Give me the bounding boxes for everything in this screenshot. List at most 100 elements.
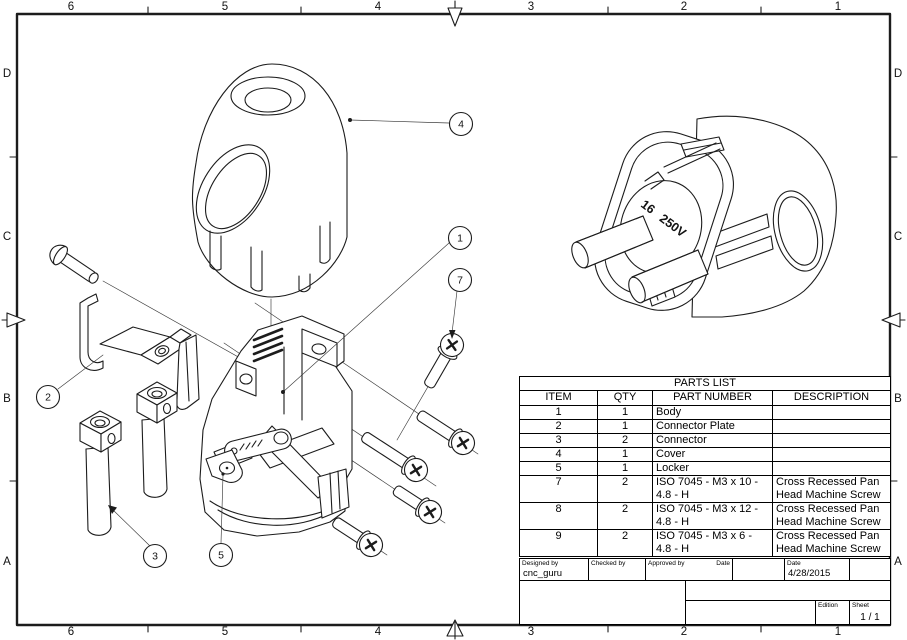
date-value: 4/28/2015 <box>788 568 831 579</box>
zone-col-top-6: 6 <box>67 1 75 13</box>
cell-qty: 2 <box>597 529 653 557</box>
designed-by-label: Designed by <box>522 560 559 567</box>
cell-part-number: ISO 7045 - M3 x 6 - 4.8 - H <box>652 529 773 557</box>
zone-col-top-3: 3 <box>527 1 535 13</box>
screw-item7 <box>418 329 468 392</box>
zone-row-left-B: B <box>3 393 11 405</box>
balloon-5: 5 <box>210 544 233 567</box>
designed-by-value: cnc_guru <box>523 568 563 579</box>
cell-item: 2 <box>519 419 598 434</box>
approved-date-label: Date <box>716 560 730 567</box>
edition-label: Edition <box>818 602 838 609</box>
cell-item: 8 <box>519 502 598 530</box>
balloon-leaders <box>58 118 457 546</box>
checked-by-label: Checked by <box>591 560 626 567</box>
body-part <box>200 316 352 536</box>
cell-description <box>771 433 892 448</box>
table-row: 7 2 ISO 7045 - M3 x 10 - 4.8 - H Cross R… <box>519 475 892 503</box>
zone-col-top-5: 5 <box>221 1 229 13</box>
cell-description <box>771 461 892 476</box>
svg-text:7: 7 <box>457 275 463 287</box>
date-label: Date <box>787 560 801 567</box>
screw-short-2 <box>328 511 387 561</box>
cell-description <box>771 419 892 434</box>
cell-qty: 2 <box>597 433 653 448</box>
table-row: 8 2 ISO 7045 - M3 x 12 - 4.8 - H Cross R… <box>519 502 892 530</box>
cell-part-number: Connector <box>652 433 773 448</box>
cell-item: 1 <box>519 405 598 420</box>
cell-part-number: ISO 7045 - M3 x 10 - 4.8 - H <box>652 475 773 503</box>
connector-plate-part <box>80 294 199 409</box>
parts-list-table: PARTS LIST ITEM QTY PART NUMBER DESCRIPT… <box>518 376 892 557</box>
cell-description <box>771 405 892 420</box>
empty-cell <box>849 558 891 581</box>
table-row: 3 2 Connector <box>519 433 892 448</box>
cell-description: Cross Recessed Pan Head Machine Screw <box>771 502 892 530</box>
balloon-1: 1 <box>449 227 472 250</box>
plug-pin-upper <box>568 216 653 270</box>
connector-pin-right <box>137 382 177 497</box>
cell-item: 7 <box>519 475 598 503</box>
zone-row-right-C: C <box>893 231 903 243</box>
table-row: 9 2 ISO 7045 - M3 x 6 - 4.8 - H Cross Re… <box>519 529 892 557</box>
cell-qty: 1 <box>597 405 653 420</box>
cell-part-number: Connector Plate <box>652 419 773 434</box>
zone-col-top-4: 4 <box>374 1 382 13</box>
cell-item: 9 <box>519 529 598 557</box>
cell-qty: 2 <box>597 502 653 530</box>
col-header-item: ITEM <box>519 390 598 406</box>
cell-qty: 1 <box>597 419 653 434</box>
cell-part-number: ISO 7045 - M3 x 12 - 4.8 - H <box>652 502 773 530</box>
checked-by-cell: Checked by <box>588 558 646 581</box>
logo-cell <box>519 580 686 625</box>
screw-side-view <box>46 241 103 289</box>
zone-col-bot-4: 4 <box>374 626 382 638</box>
edition-cell: Edition <box>815 600 850 625</box>
date-cell: Date 4/28/2015 <box>784 558 850 581</box>
cover-part <box>181 64 347 297</box>
center-mark-left <box>2 313 25 327</box>
empty-cell <box>732 558 785 581</box>
drawing-title-cell <box>685 580 891 601</box>
cell-description: Cross Recessed Pan Head Machine Screw <box>771 475 892 503</box>
screw-short-1 <box>389 479 446 527</box>
cell-part-number: Body <box>652 405 773 420</box>
sheet-cell: Sheet 1 / 1 <box>849 600 891 625</box>
zone-col-bot-5: 5 <box>221 626 229 638</box>
zone-col-bot-3: 3 <box>527 626 535 638</box>
zone-col-top-2: 2 <box>680 1 688 13</box>
table-row: 5 1 Locker <box>519 461 892 476</box>
table-row: 2 1 Connector Plate <box>519 419 892 434</box>
connector-pin-left <box>80 411 121 535</box>
balloon-2: 2 <box>37 386 60 409</box>
balloon-4: 4 <box>450 113 473 136</box>
sheet-label: Sheet <box>852 602 869 609</box>
zone-col-top-1: 1 <box>834 1 842 13</box>
sheet-value: 1 / 1 <box>860 612 880 623</box>
cell-item: 4 <box>519 447 598 462</box>
svg-text:2: 2 <box>45 392 51 404</box>
title-block: Designed by cnc_guru Checked by Approved… <box>519 558 891 625</box>
center-mark-top <box>448 1 462 26</box>
approved-by-cell: Approved by Date <box>645 558 733 581</box>
approved-by-label: Approved by <box>648 560 685 567</box>
cell-description <box>771 447 892 462</box>
zone-row-left-C: C <box>2 231 12 243</box>
center-mark-right <box>882 313 905 327</box>
zone-col-bot-6: 6 <box>67 626 75 638</box>
zone-row-right-A: A <box>894 556 902 568</box>
svg-text:4: 4 <box>458 119 464 131</box>
balloon-7: 7 <box>449 269 472 292</box>
table-row: 4 1 Cover <box>519 447 892 462</box>
cell-description: Cross Recessed Pan Head Machine Screw <box>771 529 892 557</box>
cell-item: 3 <box>519 433 598 448</box>
col-header-description: DESCRIPTION <box>771 390 892 406</box>
designed-by-cell: Designed by cnc_guru <box>519 558 589 581</box>
cell-item: 5 <box>519 461 598 476</box>
zone-row-right-B: B <box>894 393 902 405</box>
zone-row-left-A: A <box>3 556 11 568</box>
center-mark-bottom <box>447 620 463 639</box>
screw-long-1 <box>412 404 479 458</box>
